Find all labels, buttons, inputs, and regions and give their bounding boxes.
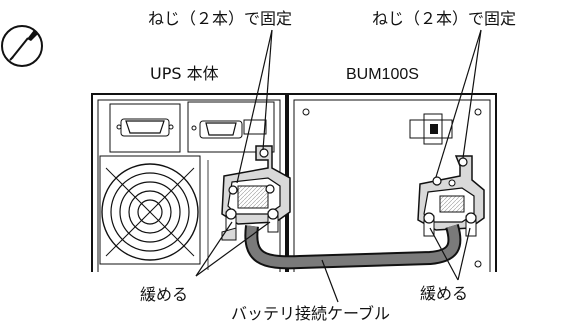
ups-body-label: UPS 本体 [150, 64, 219, 83]
thumb-screw-right-b [465, 212, 477, 237]
battery-cable [244, 223, 462, 270]
loosen-label-right: 緩める [420, 284, 468, 303]
connector-bracket-left [221, 145, 291, 241]
screwdriver-icon [1, 25, 43, 67]
serial-port-right [191, 119, 267, 139]
ups-unit [91, 93, 287, 272]
fan-grille [99, 155, 201, 265]
loosen-label-left: 緩める [140, 285, 188, 304]
thumb-screw-left-a [225, 208, 237, 233]
bum-model-label: BUM100S [346, 66, 419, 83]
screw-label-left: ねじ（２本）で固定 [148, 9, 292, 28]
serial-port-left [116, 118, 174, 137]
cable-label: バッテリ接続ケーブル [231, 304, 390, 323]
thumb-screw-right-a [423, 212, 435, 237]
screw-label-right: ねじ（２本）で固定 [372, 9, 516, 28]
breaker [409, 113, 453, 145]
leader-lines [195, 29, 482, 303]
thumb-screw-left-b [267, 208, 279, 233]
